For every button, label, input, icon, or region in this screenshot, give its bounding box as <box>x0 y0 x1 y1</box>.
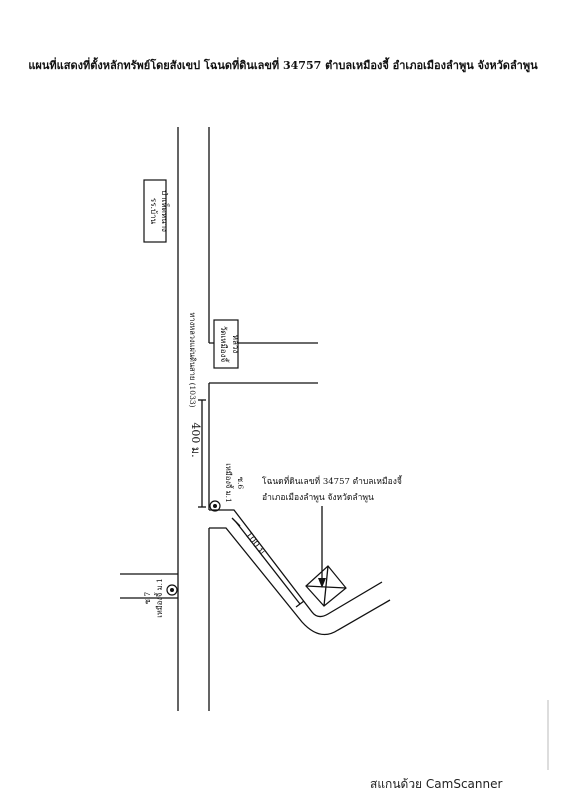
property-label-line1: โฉนดที่ดินเลขที่ 34757 ตำบลเหมืองจี้ <box>262 475 403 487</box>
school-label-line2: ป่าเห็ดหนาง <box>160 190 170 232</box>
dist-100-label: 100 ม. <box>243 530 269 559</box>
village6-label-line2: ซ.6 <box>236 477 245 489</box>
temple-label-line2: หลวง <box>231 335 240 354</box>
village6-label-line1: เหมืองจี้ ม.1 <box>224 463 234 503</box>
temple-label-line1: วัดเหมืองจี้ <box>219 326 230 363</box>
village6-marker-dot <box>213 504 217 508</box>
dist-400-label: 400 ม. <box>189 422 202 457</box>
map-title: แผนที่แสดงที่ตั้งหลักทรัพย์โดยสังเขป โฉน… <box>28 59 538 72</box>
temple-box <box>213 319 239 369</box>
village7-marker-icon <box>166 584 178 596</box>
village7-marker-dot <box>170 588 174 592</box>
soi6-road-south-edge <box>209 527 391 636</box>
arrow-down-icon <box>318 578 326 588</box>
village7-label-line2: ซ.7 <box>143 592 152 604</box>
parcel-diagonal-2 <box>323 565 329 607</box>
village7-label-line1: เหมืองจี้ ม.1 <box>154 578 164 618</box>
dist-100-tick-end <box>295 600 305 608</box>
school-box <box>143 179 167 243</box>
soi6-road-north-edge <box>209 509 383 618</box>
property-label-line2: อำเภอเมืองลำพูน จังหวัดลำพูน <box>262 492 374 503</box>
scanner-footer: สแกนด้วย CamScanner <box>370 777 503 791</box>
dist-100-line <box>235 521 301 605</box>
highway-label: ทางหลวงแผ่นดินสาย (1033) <box>188 312 197 407</box>
school-label-line1: รร.บ้าน <box>149 198 158 225</box>
dist-100-tick-start <box>231 517 241 527</box>
village6-marker-icon <box>209 500 221 512</box>
